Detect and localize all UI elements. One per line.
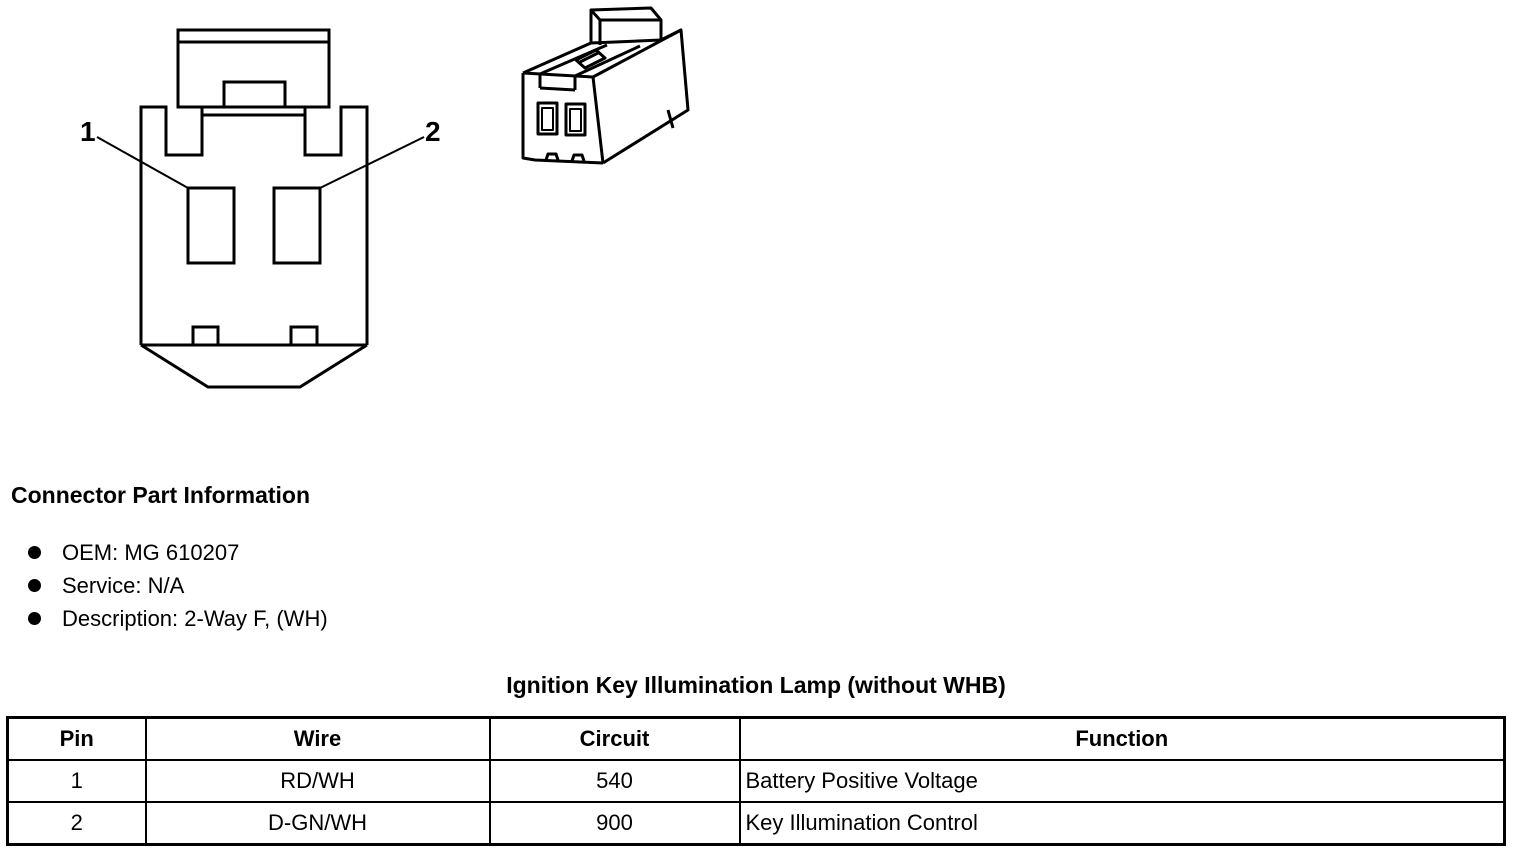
connector-part-info-heading: Connector Part Information [11,482,311,508]
bullet-icon [28,612,41,625]
table-row: 1 RD/WH 540 Battery Positive Voltage [6,759,1506,803]
pin-2-cavity [272,186,322,265]
wire-cell: RD/WH [144,759,491,803]
column-header-function: Function [738,716,1506,761]
column-header-pin: Pin [6,716,147,761]
pin-2-label: 2 [425,116,441,147]
circuit-cell: 540 [488,759,741,803]
column-header-circuit: Circuit [488,716,741,761]
list-item: Description: 2-Way F, (WH) [28,602,328,635]
pin-cell: 1 [6,759,147,803]
pin-cell: 2 [6,801,147,846]
table-row: 2 D-GN/WH 900 Key Illumination Control [6,801,1506,846]
bullet-icon [28,579,41,592]
table-header-row: Pin Wire Circuit Function [6,716,1506,761]
list-item: Service: N/A [28,569,328,602]
connector-isometric-view [521,6,690,165]
bullet-icon [28,546,41,559]
table-title: Ignition Key Illumination Lamp (without … [506,672,1006,698]
pin-1-cavity [186,186,236,265]
pin-1-label: 1 [80,116,96,147]
wire-cell: D-GN/WH [144,801,491,846]
service-text: Service: N/A [62,572,185,598]
function-cell: Key Illumination Control [738,801,1506,846]
column-header-wire: Wire [144,716,491,761]
circuit-cell: 900 [488,801,741,846]
connector-info-list: OEM: MG 610207 Service: N/A Description:… [28,536,328,635]
description-text: Description: 2-Way F, (WH) [62,605,328,631]
list-item: OEM: MG 610207 [28,536,328,569]
pin-table: Pin Wire Circuit Function 1 RD/WH 540 Ba… [6,716,1506,846]
function-cell: Battery Positive Voltage [738,759,1506,803]
connector-face-view [96,28,425,389]
connector-diagram: 1 2 [80,6,690,389]
oem-text: OEM: MG 610207 [62,539,240,565]
